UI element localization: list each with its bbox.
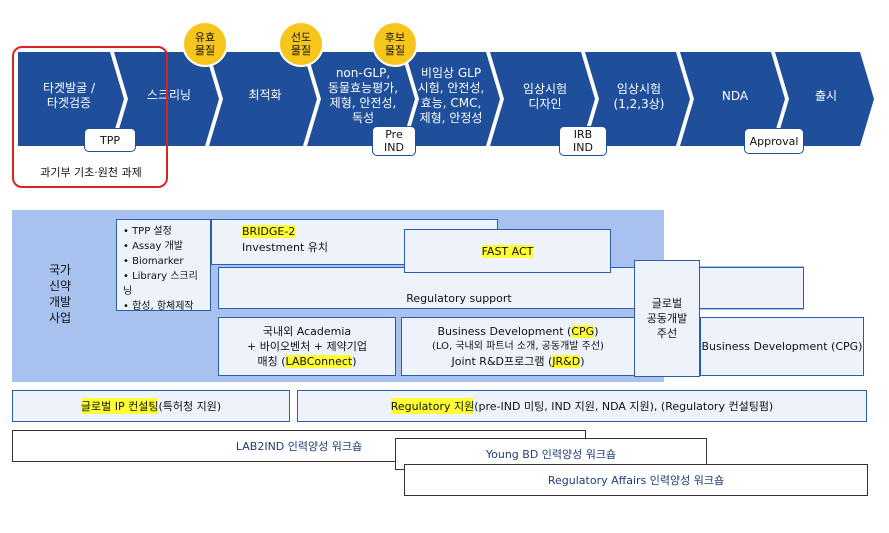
red-caption: 과기부 기초·원천 과제 (40, 166, 142, 179)
bullet-item: • 합성, 항체제작 (123, 301, 194, 312)
regulatory-aid-highlight: Regulatory 지원 (390, 398, 475, 414)
tag-pre-ind: Pre IND (372, 126, 416, 156)
milestone-hit: 유효 물질 (182, 21, 228, 67)
bd-line1: Business Development (CPG) (437, 325, 599, 338)
workshop-youngbd-label: Young BD 인력양성 워크숍 (485, 448, 617, 461)
stage-arrow-5 (405, 52, 500, 146)
stage-label-glp: 비임상 GLP 시험, 안전성, 효능, CMC, 제형, 안정성 (417, 66, 485, 125)
stage-label-nda: NDA (721, 88, 749, 103)
global-joint-dev-label: 글로벌 공동개발 주선 (646, 297, 688, 340)
red-basic-research-outline (12, 46, 168, 188)
academia-line2: + 바이오벤처 + 제약기업 (246, 340, 367, 353)
early-stage-tasks-box: • TPP 설정 • Assay 개발 • Biomarker • Librar… (116, 219, 211, 312)
regulatory-aid-rest: (pre-IND 미팅, IND 지원, NDA 지원), (Regulator… (474, 400, 774, 413)
workshop-regulatory-affairs: Regulatory Affairs 인력양성 워크숍 (404, 464, 868, 496)
stage-label-launch: 출시 (814, 88, 838, 103)
ip-consulting-rest: (특허청 지원) (158, 400, 222, 413)
regulatory-aid-box: Regulatory 지원 (pre-IND 미팅, IND 지원, NDA 지… (297, 390, 867, 422)
stage-label-target: 타겟발굴 / 타겟검증 (42, 81, 96, 110)
bullet-item: • Assay 개발 (123, 241, 183, 252)
fast-act-label: FAST ACT (481, 244, 534, 258)
stage-arrow-4 (307, 52, 415, 146)
stage-label-nonglp: non-GLP, 동물효능평가, 제형, 안전성, 독성 (327, 66, 399, 125)
tag-tpp: TPP (84, 128, 136, 152)
global-joint-dev-box: 글로벌 공동개발 주선 (634, 260, 700, 377)
regulatory-support-box: Regulatory support (218, 267, 804, 309)
tag-approval: Approval (744, 128, 804, 154)
bullet-item: • Library 스크리닝 (123, 271, 198, 297)
bd-line2: (LO, 국내외 파트너 소개, 공동개발 주선) (432, 341, 604, 352)
stage-arrow-7 (585, 52, 690, 146)
workshop-regulatory-affairs-label: Regulatory Affairs 인력양성 워크숍 (547, 474, 725, 487)
stage-arrow-1 (18, 52, 124, 146)
academia-line3: 매칭 (LABConnect) (257, 355, 357, 368)
stage-label-screening: 스크리닝 (146, 87, 192, 102)
workshop-lab2ind-label: LAB2IND 인력양성 워크숍 (235, 440, 363, 453)
national-program-label: 국가 신약 개발 사업 (48, 263, 72, 325)
tag-irb-ind: IRB IND (559, 126, 607, 156)
milestone-lead: 선도 물질 (278, 21, 324, 67)
stage-arrow-9 (775, 52, 874, 146)
bullet-item: • Biomarker (123, 256, 184, 267)
bridge-title: BRIDGE-2 (242, 225, 296, 238)
regulatory-support-label: Regulatory support (406, 291, 512, 305)
milestone-candidate: 후보 물질 (372, 21, 418, 67)
stage-arrow-3 (209, 52, 317, 146)
bd-cpg-box: Business Development (CPG) (700, 317, 864, 376)
academia-line1: 국내외 Academia (262, 325, 352, 338)
academia-matching-box: 국내외 Academia + 바이오벤처 + 제약기업 매칭 (LABConne… (218, 317, 396, 376)
stage-arrow-8 (680, 52, 785, 146)
bd-program-box: Business Development (CPG) (LO, 국내외 파트너 … (401, 317, 635, 376)
stage-label-clinical-trials: 임상시험 (1,2,3상) (613, 82, 665, 111)
stage-arrow-6 (490, 52, 595, 146)
pipeline-arrows (18, 52, 874, 146)
fast-act-box: FAST ACT (404, 229, 611, 273)
bd-line3: Joint R&D프로그램 (JR&D) (451, 355, 585, 368)
stage-label-optimization: 최적화 (248, 87, 282, 102)
ip-consulting-box: 글로벌 IP 컨설팅 (특허청 지원) (12, 390, 290, 422)
bridge-sub: Investment 유치 (242, 241, 329, 254)
bd-cpg-label: Business Development (CPG) (701, 340, 863, 353)
stage-label-clinical-design: 임상시험 디자인 (522, 82, 568, 111)
ip-consulting-highlight: 글로벌 IP 컨설팅 (80, 398, 159, 414)
bullet-item: • TPP 설정 (123, 226, 172, 237)
